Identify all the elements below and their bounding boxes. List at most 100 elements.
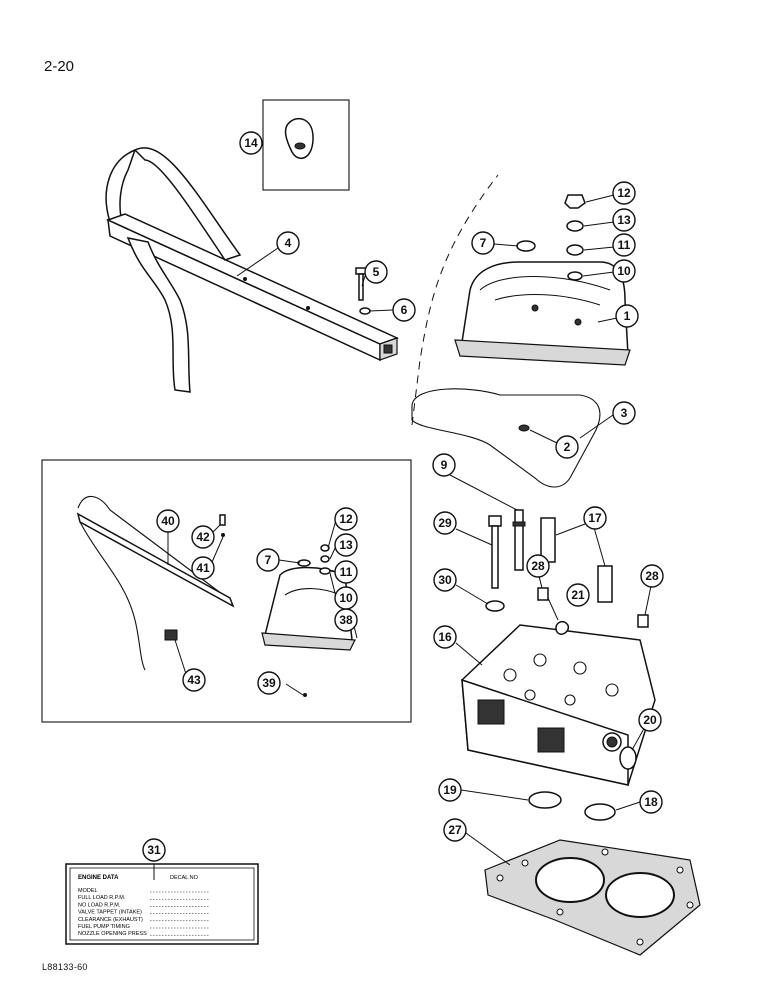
alternate-configuration-inset	[41, 459, 412, 723]
callout-27: 27	[443, 818, 467, 842]
inset-valve-cover	[261, 544, 356, 697]
decal-line: VALVE TAPPET (INTAKE)	[78, 910, 142, 916]
callout-9: 9	[432, 453, 456, 477]
callout-14: 14	[239, 131, 263, 155]
decal-line: MODEL	[78, 888, 98, 894]
callout-labels: 14 4 5 6 7 12 13 11 10 1 2 3 9 29 17 28 …	[142, 131, 664, 862]
svg-text:13: 13	[339, 538, 353, 552]
svg-text:39: 39	[262, 676, 276, 690]
callout-3: 3	[612, 401, 636, 425]
inset-handle	[76, 496, 235, 671]
svg-text:12: 12	[339, 512, 353, 526]
decal-line: NOZZLE OPENING PRESS	[78, 931, 147, 937]
part-28-plug	[537, 587, 549, 601]
inset-callout-10: 10	[334, 586, 358, 610]
part-9-stud	[512, 509, 526, 571]
svg-text:5: 5	[373, 265, 380, 279]
svg-text:19: 19	[443, 783, 457, 797]
part-27-head-gasket	[484, 839, 701, 956]
dashed-routing-line	[411, 174, 499, 426]
callout-5: 5	[364, 260, 388, 284]
part-3-gasket	[411, 388, 601, 488]
callout-19: 19	[438, 778, 462, 802]
decal-title: ENGINE DATA	[78, 875, 119, 881]
callout-39: 39	[257, 671, 281, 695]
part-16-cylinder-head	[461, 624, 656, 786]
part-29-bolt	[488, 515, 502, 589]
callout-30: 30	[433, 568, 457, 592]
decal-line: CLEARANCE (EXHAUST)	[78, 917, 143, 923]
svg-text:41: 41	[196, 561, 210, 575]
callout-29: 29	[433, 511, 457, 535]
svg-text:10: 10	[339, 591, 353, 605]
svg-text:16: 16	[438, 630, 452, 644]
svg-text:13: 13	[617, 213, 631, 227]
svg-text:9: 9	[441, 458, 448, 472]
svg-text:27: 27	[448, 823, 462, 837]
page-number: 2-20	[44, 58, 75, 75]
callout-2: 2	[555, 435, 579, 459]
part-30-washer	[485, 600, 505, 612]
callout-28-right: 28	[640, 564, 664, 588]
part-20-seal	[619, 746, 637, 770]
svg-text:43: 43	[187, 673, 201, 687]
svg-text:38: 38	[339, 613, 353, 627]
svg-text:29: 29	[438, 516, 452, 530]
svg-text:1: 1	[624, 309, 631, 323]
callout-7: 7	[471, 231, 495, 255]
part-18-seal	[584, 803, 616, 821]
svg-text:2: 2	[564, 440, 571, 454]
callout-11: 11	[612, 233, 636, 257]
part-7-washer	[516, 240, 536, 252]
part-1-valve-cover	[454, 261, 631, 366]
inset-callout-12: 12	[334, 507, 358, 531]
svg-text:10: 10	[617, 264, 631, 278]
part-6-washer	[359, 307, 371, 315]
inset-callout-7: 7	[256, 548, 280, 572]
callout-20: 20	[638, 708, 662, 732]
callout-13: 13	[612, 208, 636, 232]
svg-text:7: 7	[265, 553, 272, 567]
callout-4: 4	[276, 231, 300, 255]
svg-text:17: 17	[588, 511, 602, 525]
svg-text:6: 6	[401, 303, 408, 317]
figure-code: L88133-60	[42, 962, 88, 972]
svg-text:18: 18	[644, 795, 658, 809]
callout-10: 10	[612, 259, 636, 283]
svg-text:11: 11	[340, 565, 353, 579]
svg-text:20: 20	[643, 713, 657, 727]
svg-text:30: 30	[438, 573, 452, 587]
svg-text:21: 21	[571, 588, 585, 602]
decal-line: FUEL PUMP TIMING	[78, 924, 130, 930]
callout-43: 43	[182, 668, 206, 692]
nut-stack-main	[564, 194, 586, 281]
callout-28-left: 28	[526, 554, 550, 578]
svg-text:14: 14	[244, 136, 258, 150]
callout-40: 40	[156, 509, 180, 533]
callout-18: 18	[639, 790, 663, 814]
callout-42: 42	[191, 525, 215, 549]
detail-box-14	[262, 99, 350, 191]
callout-1: 1	[615, 304, 639, 328]
svg-text:28: 28	[531, 559, 545, 573]
callout-6: 6	[392, 298, 416, 322]
part-19-seal	[528, 791, 562, 809]
callout-16: 16	[433, 625, 457, 649]
callout-17: 17	[583, 506, 607, 530]
svg-text:31: 31	[147, 843, 161, 857]
svg-text:4: 4	[285, 236, 292, 250]
part-17-sleeve	[540, 517, 613, 603]
svg-text:7: 7	[480, 236, 487, 250]
callout-38: 38	[334, 608, 358, 632]
callout-21: 21	[566, 583, 590, 607]
inset-callout-13: 13	[334, 533, 358, 557]
callout-12: 12	[612, 181, 636, 205]
part-4-handle	[105, 147, 400, 393]
callout-31: 31	[142, 838, 166, 862]
svg-text:3: 3	[621, 406, 628, 420]
part-21-clip	[555, 620, 570, 635]
svg-text:12: 12	[617, 186, 631, 200]
